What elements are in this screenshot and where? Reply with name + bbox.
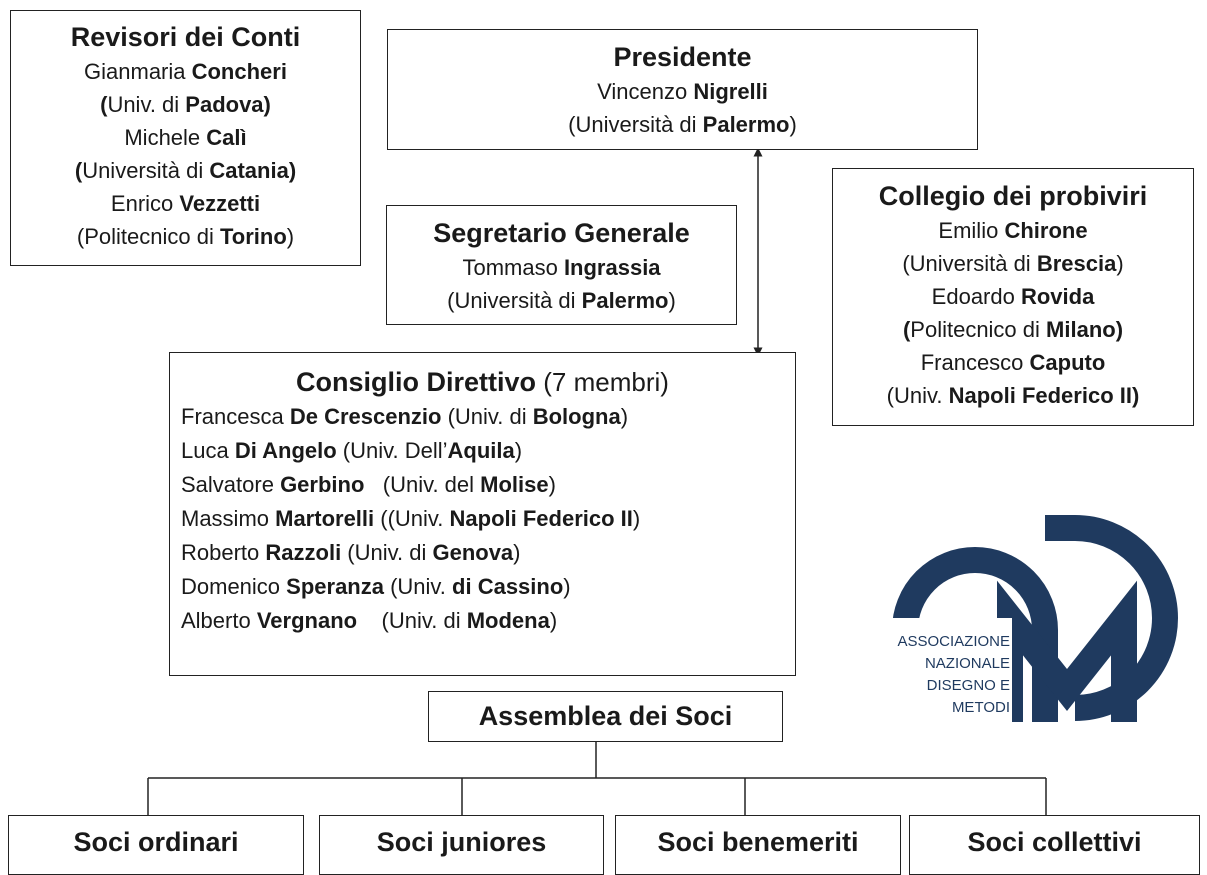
- logo-text-line-2: NAZIONALE: [925, 655, 1010, 672]
- revisori-box: Revisori dei Conti Gianmaria Concheri (Un…: [10, 10, 361, 266]
- member-line: (Univ. Napoli Federico II): [886, 383, 1140, 408]
- member-line: Salvatore Gerbino (Univ. del Molise): [181, 472, 556, 497]
- logo-text-line-3: DISEGNO E: [927, 677, 1010, 694]
- soci-collettivi-box: Soci collettivi: [909, 815, 1200, 875]
- member-line: Francesco Caputo: [920, 350, 1106, 375]
- logo-a-arch: [892, 547, 1058, 722]
- member-line: Michele Calì: [124, 125, 247, 150]
- member-line: Alberto Vergnano (Univ. di Modena): [181, 608, 558, 633]
- member-line: Emilio Chirone: [938, 218, 1088, 243]
- soci-juniores-label: Soci juniores: [376, 827, 547, 857]
- presidente-title: Presidente: [613, 42, 752, 72]
- soci-collettivi-label: Soci collettivi: [967, 827, 1142, 857]
- logo-text-line-4: METODI: [952, 699, 1010, 716]
- member-line: Tommaso Ingrassia: [462, 255, 661, 280]
- member-line: Francesca De Crescenzio (Univ. di Bologn…: [181, 404, 629, 429]
- member-line: Edoardo Rovida: [931, 284, 1095, 309]
- adm-logo: ASSOCIAZIONE NAZIONALE DISEGNO E METODI: [860, 515, 1178, 722]
- consiglio-title: Consiglio Direttivo: [296, 367, 537, 397]
- consiglio-subtitle: (7 membri): [536, 367, 669, 397]
- member-line: Enrico Vezzetti: [110, 191, 261, 216]
- segretario-box: Segretario Generale Tommaso Ingrassia (Un…: [386, 205, 737, 325]
- member-line: (Università di Palermo): [447, 288, 676, 313]
- member-line: Roberto Razzoli (Univ. di Genova): [181, 540, 521, 565]
- soci-benemeriti-box: Soci benemeriti: [615, 815, 901, 875]
- segretario-title: Segretario Generale: [433, 218, 690, 248]
- logo-text-background: [860, 618, 1012, 722]
- presidente-box: Presidente Vincenzo Nigrelli (Università …: [387, 29, 978, 150]
- member-line: (Università di Catania): [74, 158, 297, 183]
- probiviri-members: Emilio Chirone (Università di Brescia) Edo…: [833, 214, 1193, 412]
- member-line: Luca Di Angelo (Univ. Dell’Aquila): [181, 438, 523, 463]
- soci-ordinari-label: Soci ordinari: [73, 827, 239, 857]
- member-line: (Politecnico di Torino): [76, 224, 295, 249]
- consiglio-heading: Consiglio Direttivo (7 membri): [170, 364, 795, 400]
- soci-benemeriti-label: Soci benemeriti: [657, 827, 859, 857]
- member-line: (Politecnico di Milano): [902, 317, 1124, 342]
- presidente-members: Vincenzo Nigrelli (Università di Palermo): [388, 75, 977, 141]
- assemblea-title: Assemblea dei Soci: [478, 701, 733, 731]
- assemblea-box: Assemblea dei Soci: [428, 691, 783, 742]
- probiviri-title: Collegio dei probiviri: [878, 181, 1148, 211]
- member-line: Massimo Martorelli ((Univ. Napoli Federi…: [181, 506, 641, 531]
- member-line: (Università di Palermo): [568, 112, 797, 137]
- consiglio-box: Consiglio Direttivo (7 membri) Francesca…: [169, 352, 796, 676]
- member-line: (Univ. di Padova): [100, 92, 271, 117]
- member-line: Domenico Speranza (Univ. di Cassino): [181, 574, 571, 599]
- consiglio-members: Francesca De Crescenzio (Univ. di Bologn…: [181, 400, 795, 638]
- logo-text: ASSOCIAZIONE NAZIONALE DISEGNO E METODI: [897, 633, 1010, 716]
- revisori-members: Gianmaria Concheri (Univ. di Padova) Miche…: [11, 55, 360, 253]
- member-line: Gianmaria Concheri: [84, 59, 287, 84]
- member-line: (Università di Brescia): [902, 251, 1124, 276]
- soci-juniores-box: Soci juniores: [319, 815, 604, 875]
- soci-ordinari-box: Soci ordinari: [8, 815, 304, 875]
- revisori-title: Revisori dei Conti: [70, 22, 301, 52]
- member-line: Vincenzo Nigrelli: [597, 79, 768, 104]
- probiviri-box: Collegio dei probiviri Emilio Chirone (Un…: [832, 168, 1194, 426]
- segretario-members: Tommaso Ingrassia (Università di Palermo): [387, 251, 736, 317]
- logo-text-line-1: ASSOCIAZIONE: [897, 633, 1010, 650]
